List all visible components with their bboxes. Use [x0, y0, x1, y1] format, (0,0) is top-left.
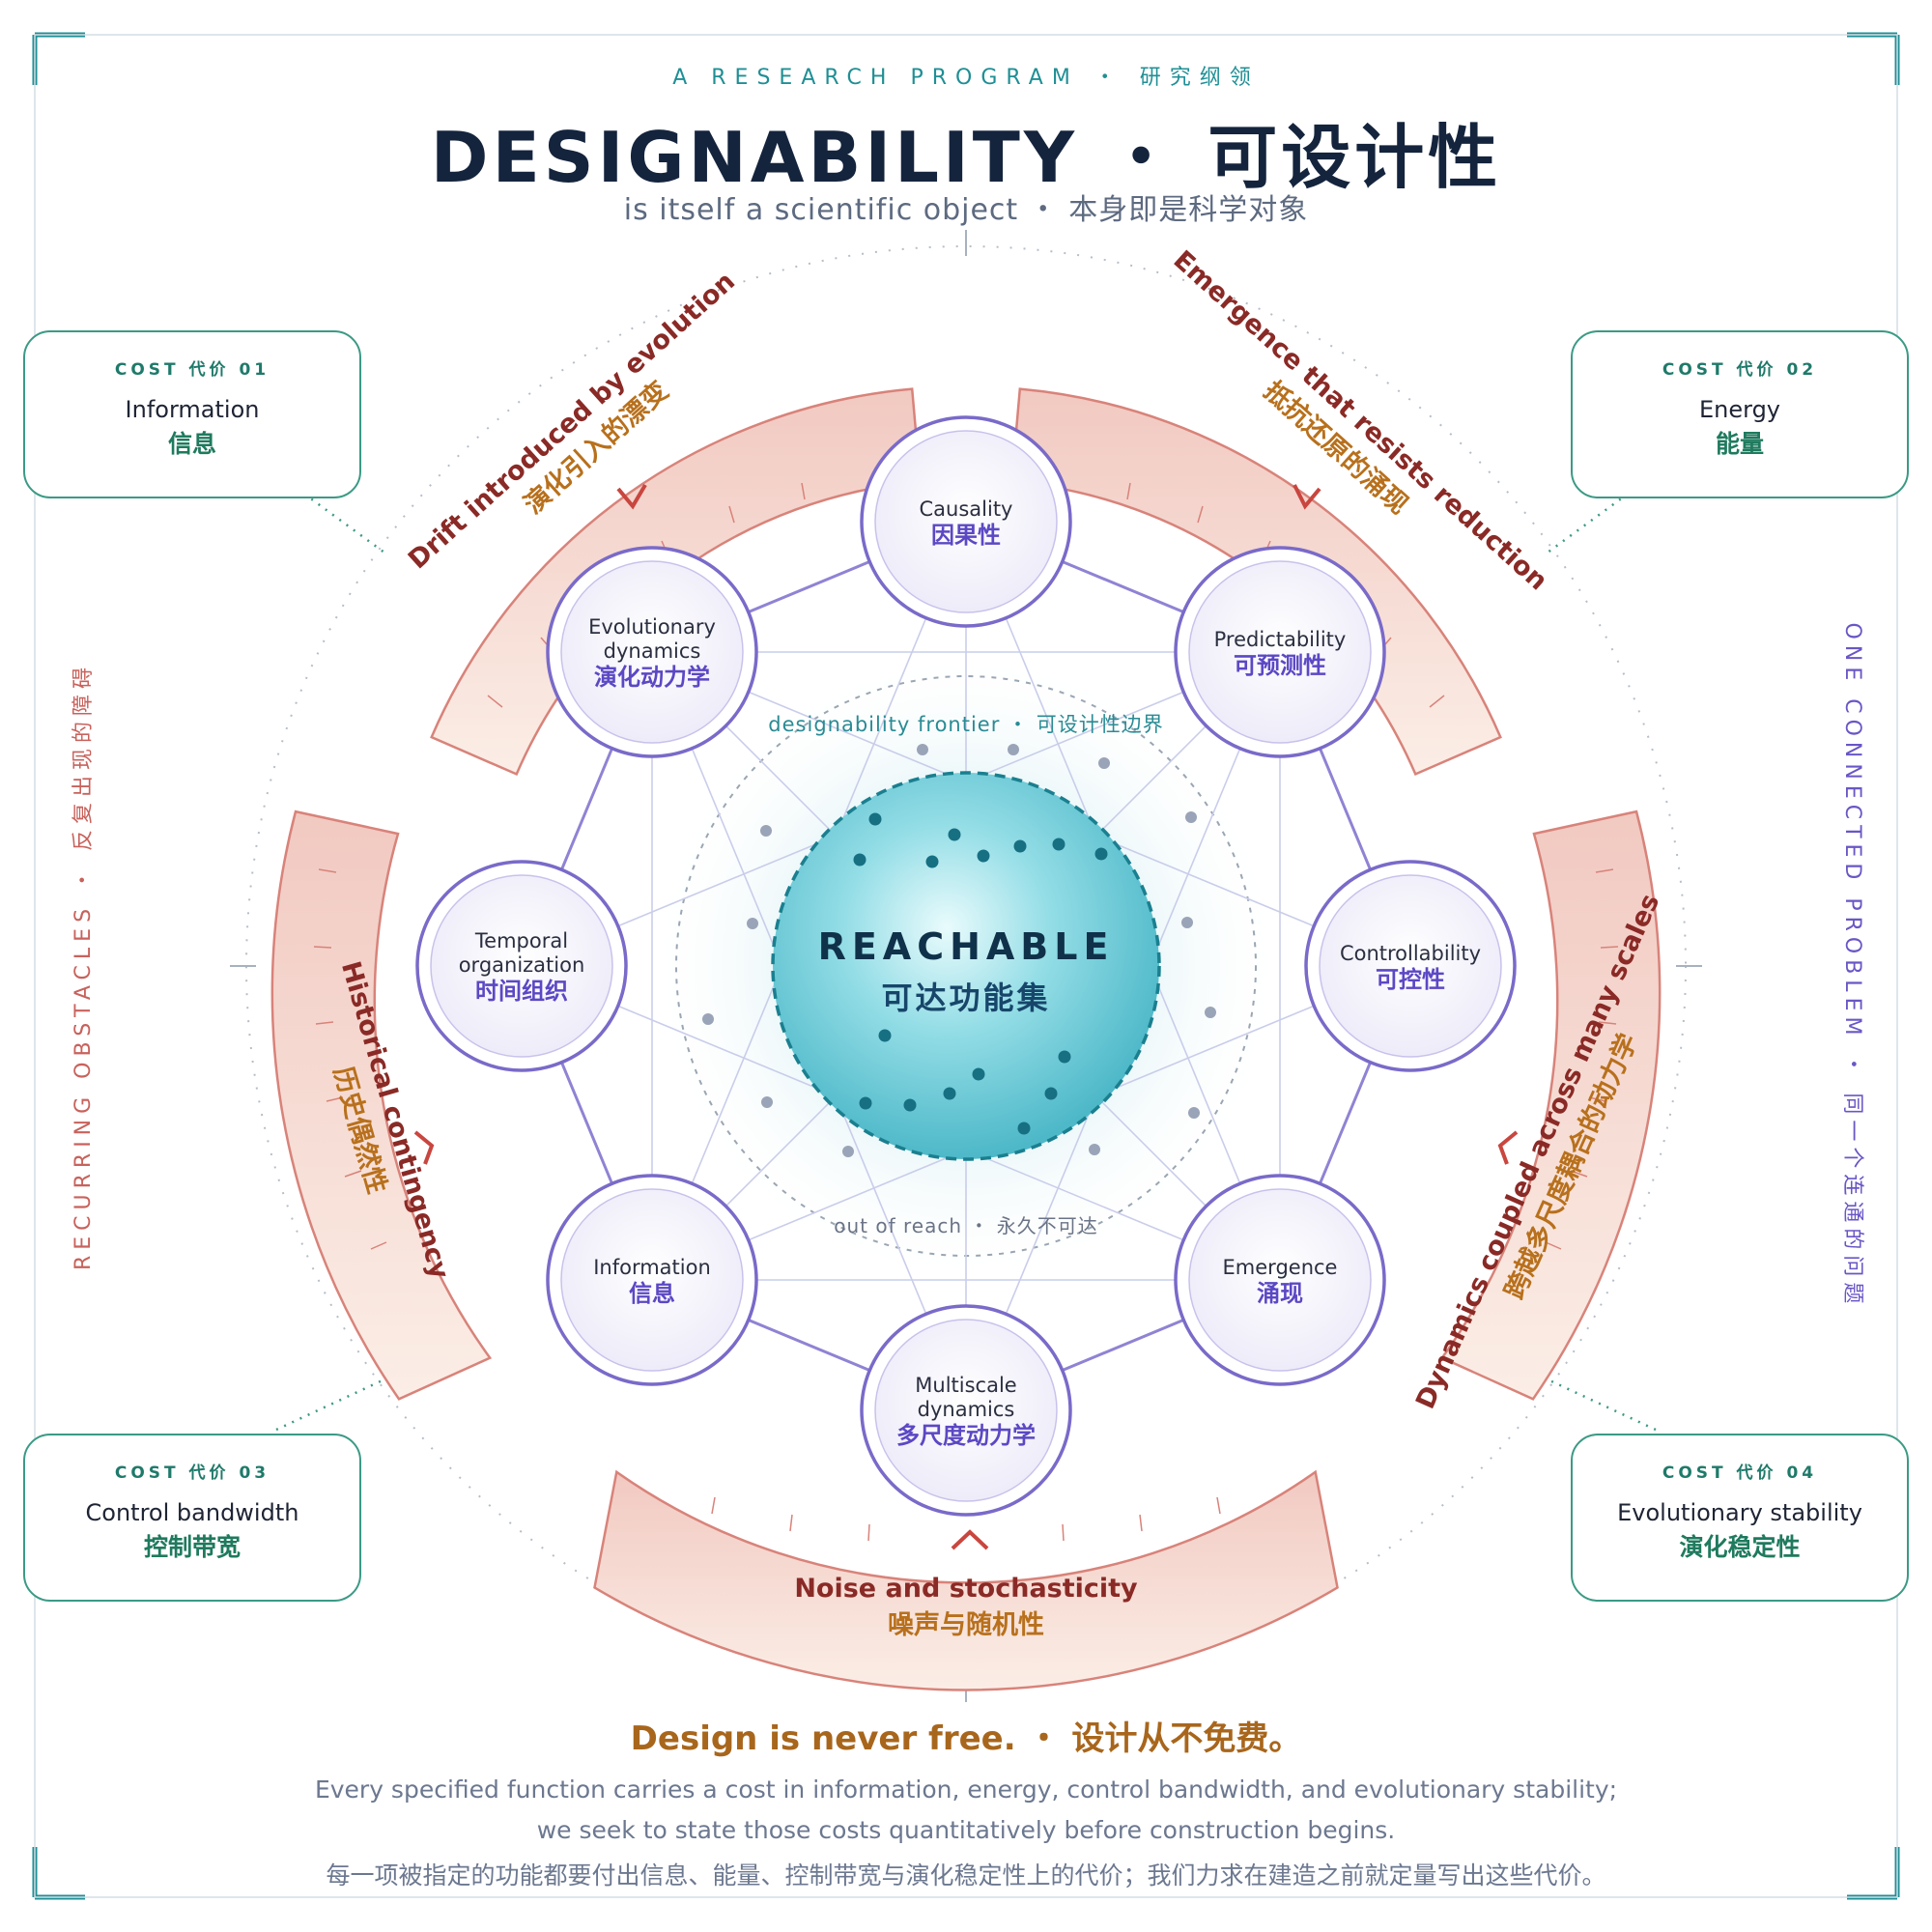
node-controllability — [1304, 860, 1517, 1072]
cost-label-en: Information — [125, 396, 260, 423]
reachable-label-zh: 可达功能集 — [881, 980, 1051, 1016]
footer-line-3: 每一项被指定的功能都要付出信息、能量、控制带宽与演化稳定性上的代价；我们力求在建… — [326, 1861, 1606, 1889]
unreachable-dots — [702, 744, 1216, 1157]
node-zh: 可预测性 — [1234, 652, 1326, 679]
cost-label-en: Evolutionary stability — [1617, 1499, 1862, 1526]
node-en: Emergence — [1222, 1256, 1338, 1279]
footer-line-1: Every specified function carries a cost … — [314, 1776, 1618, 1804]
frontier-label: designability frontier ・ 可设计性边界 — [768, 713, 1164, 736]
page-title: DESIGNABILITY ・ 可设计性 — [430, 117, 1502, 198]
side-label-right: ONE CONNECTED PROBLEM ・ 同一个连通的问题 — [1840, 622, 1864, 1310]
node-en: Causality — [919, 497, 1013, 521]
node-temporal — [415, 860, 628, 1072]
node-label-predictability: Predictability 可预测性 — [1193, 628, 1367, 679]
cost-label-zh: 控制带宽 — [143, 1533, 241, 1561]
out-of-reach-label: out of reach ・ 永久不可达 — [834, 1214, 1098, 1237]
node-zh: 多尺度动力学 — [896, 1422, 1036, 1449]
cost-label-en: Energy — [1698, 396, 1781, 423]
node-en: Temporal organization — [458, 929, 585, 977]
node-zh: 可控性 — [1376, 966, 1445, 993]
node-zh: 时间组织 — [475, 978, 568, 1005]
cost-label-zh: 演化稳定性 — [1679, 1533, 1801, 1561]
band-noise — [593, 1469, 1339, 1691]
node-predictability — [1174, 546, 1386, 758]
node-evolutionary — [546, 546, 758, 758]
obstacle-label-noise: Noise and stochasticity 噪声与随机性 — [794, 1574, 1137, 1641]
cost-tag: COST 代价 04 — [1662, 1463, 1818, 1483]
node-en: Controllability — [1339, 942, 1482, 965]
band-chevrons — [413, 483, 1519, 1550]
node-label-multiscale: Multiscale dynamics 多尺度动力学 — [889, 1374, 1043, 1449]
cost-card-1: COST 代价 01 Information 信息 — [23, 330, 361, 498]
node-label-information: Information 信息 — [565, 1256, 739, 1307]
node-emergence — [1174, 1174, 1386, 1386]
node-en: Information — [593, 1256, 711, 1279]
node-en: Evolutionary dynamics — [588, 615, 716, 663]
cost-tag: COST 代价 03 — [114, 1463, 270, 1483]
node-en: Multiscale dynamics — [915, 1374, 1017, 1421]
band-multiscale — [1439, 810, 1662, 1401]
kicker: A RESEARCH PROGRAM ・ 研究纲领 — [672, 66, 1260, 90]
cost-label-zh: 信息 — [167, 430, 216, 458]
reachable-label: REACHABLE — [817, 925, 1115, 968]
cost-card-2: COST 代价 02 Energy 能量 — [1571, 330, 1909, 498]
node-zh: 涌现 — [1257, 1280, 1303, 1307]
node-zh: 因果性 — [931, 522, 1001, 549]
cost-label-zh: 能量 — [1715, 430, 1764, 458]
node-label-temporal: Temporal organization 时间组织 — [444, 929, 599, 1005]
node-zh: 演化动力学 — [594, 664, 710, 691]
node-multiscale — [860, 1304, 1072, 1517]
node-label-causality: Causality 因果性 — [879, 497, 1053, 549]
node-en: Predictability — [1213, 628, 1347, 651]
property-nodes — [415, 415, 1517, 1517]
obstacle-zh: 噪声与随机性 — [887, 1610, 1044, 1640]
cost-tag: COST 代价 02 — [1662, 360, 1818, 380]
page-subtitle: is itself a scientific object ・ 本身即是科学对象 — [623, 193, 1309, 227]
node-information — [546, 1174, 758, 1386]
side-label-left: RECURRING OBSTACLES ・ 反复出现的障碍 — [71, 661, 96, 1271]
node-causality — [860, 415, 1072, 628]
cost-card-3: COST 代价 03 Control bandwidth 控制带宽 — [23, 1434, 361, 1602]
obstacle-en: Noise and stochasticity — [794, 1574, 1138, 1604]
reachable-dots — [853, 812, 1108, 1135]
node-zh: 信息 — [629, 1280, 675, 1307]
footer-line-2: we seek to state those costs quantitativ… — [536, 1816, 1396, 1844]
node-label-controllability: Controllability 可控性 — [1323, 942, 1497, 993]
node-label-emergence: Emergence 涌现 — [1193, 1256, 1367, 1307]
cost-tag: COST 代价 01 — [114, 360, 270, 380]
frame-border — [34, 34, 1898, 1898]
band-historical — [270, 810, 493, 1401]
cost-card-4: COST 代价 04 Evolutionary stability 演化稳定性 — [1571, 1434, 1909, 1602]
node-label-evolutionary: Evolutionary dynamics 演化动力学 — [575, 615, 729, 691]
footer-title: Design is never free. ・ 设计从不免费。 — [630, 1719, 1302, 1758]
cost-label-en: Control bandwidth — [85, 1499, 299, 1526]
